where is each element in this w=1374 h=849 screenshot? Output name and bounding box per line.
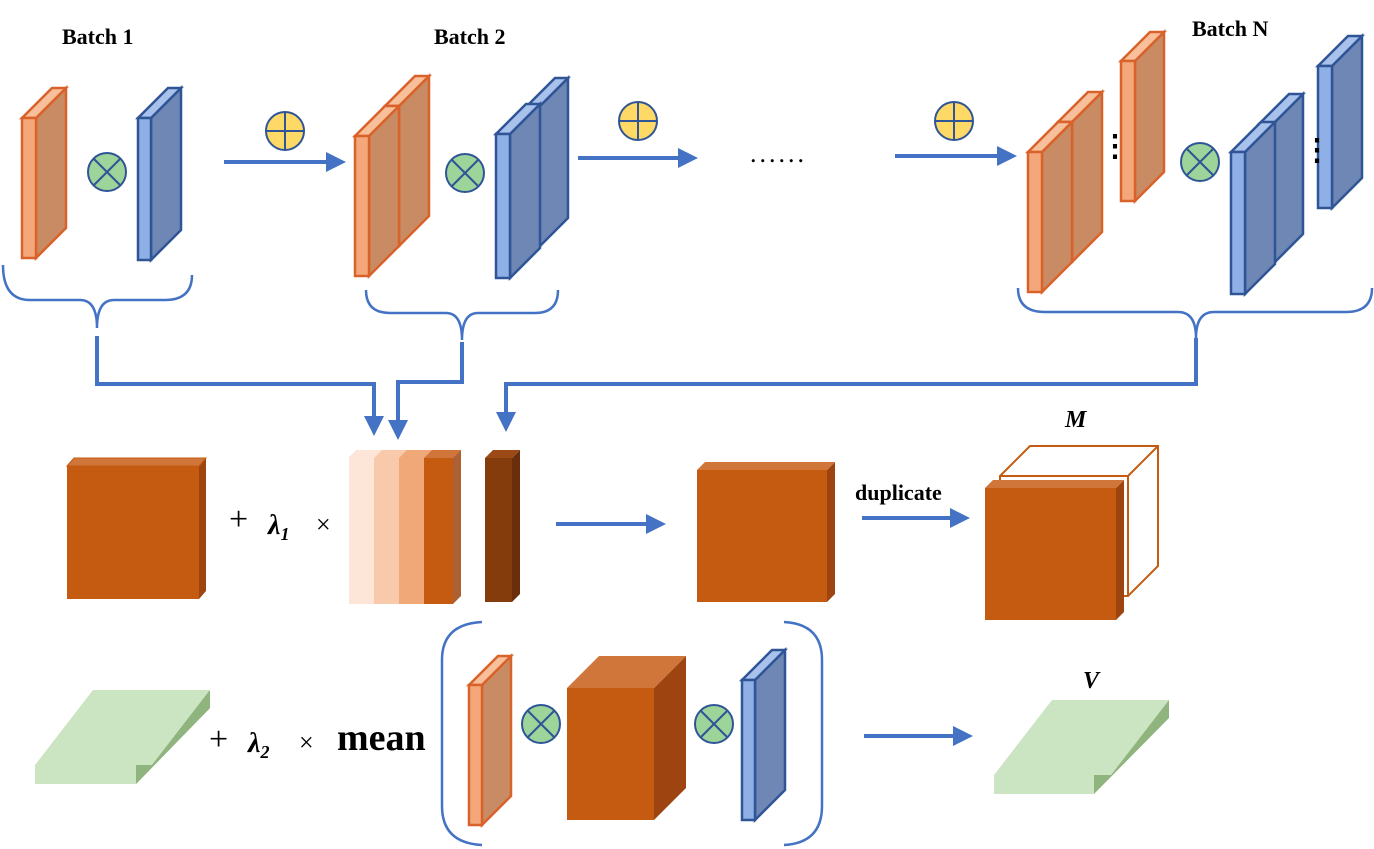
lambda-subscript: 1 — [280, 524, 289, 544]
blue-plate — [134, 84, 185, 264]
circled-times-icon — [1180, 142, 1220, 182]
batch-2-brace — [364, 289, 560, 341]
mean-cube — [65, 457, 208, 599]
m-label: M — [1064, 407, 1088, 433]
m-stack — [985, 445, 1159, 620]
lambda-symbol: λ — [267, 510, 280, 541]
batch-1-label: Batch 1 — [62, 24, 134, 49]
circled-plus-icon — [265, 111, 305, 151]
duplicate-label: duplicate — [855, 480, 942, 505]
times-sign: × — [299, 728, 314, 757]
green-slab — [35, 690, 210, 784]
batch-1-group — [1, 84, 194, 329]
orange-plate — [18, 84, 70, 262]
covariance-cube — [567, 656, 686, 820]
times-sign: × — [316, 510, 331, 539]
plus-sign: + — [209, 721, 228, 758]
circled-plus-icon — [618, 101, 658, 141]
circled-times-icon — [445, 153, 485, 193]
faded-slice-stack — [349, 450, 461, 604]
vertical-dots: ⋮ — [1302, 134, 1332, 167]
plus-sign: + — [229, 501, 248, 538]
orange-plate — [465, 652, 515, 829]
mean-label: mean — [337, 717, 426, 759]
lambda-2-label: λ2 — [247, 728, 269, 762]
ellipsis-text: ...... — [750, 139, 807, 168]
batch-n-label: Batch N — [1192, 16, 1269, 41]
connector-batch-n — [496, 338, 1198, 432]
lambda-1-label: λ1 — [267, 510, 289, 544]
batch-2-label: Batch 2 — [434, 24, 506, 49]
orange-plate-front — [351, 102, 403, 280]
connector-batch-2 — [388, 342, 464, 440]
orange-plate-far — [1117, 28, 1168, 205]
batch-n-brace — [1016, 287, 1374, 339]
blue-plate-front — [492, 100, 544, 282]
blue-plate — [738, 646, 789, 824]
connector-batch-1 — [95, 336, 384, 436]
lambda-symbol: λ — [247, 728, 260, 759]
circled-times-icon — [87, 152, 127, 192]
circled-plus-icon — [934, 101, 974, 141]
circled-times-icon — [521, 704, 561, 744]
blue-plate-far — [1314, 32, 1366, 212]
brown-slice — [485, 450, 520, 602]
left-paren — [440, 620, 483, 847]
blue-plate-front — [1227, 118, 1279, 298]
batch-2-group — [351, 72, 572, 341]
v-label: V — [1083, 668, 1101, 694]
orange-plate-front — [1024, 118, 1076, 296]
batch-1-brace — [1, 264, 194, 329]
lambda-subscript: 2 — [259, 742, 269, 762]
batch-n-group: ⋮ ⋮ — [1016, 28, 1374, 339]
result-cube — [697, 462, 835, 602]
circled-times-icon — [694, 704, 734, 744]
green-slab-v — [994, 700, 1169, 794]
right-paren — [783, 620, 824, 847]
vertical-dots: ⋮ — [1100, 130, 1130, 163]
